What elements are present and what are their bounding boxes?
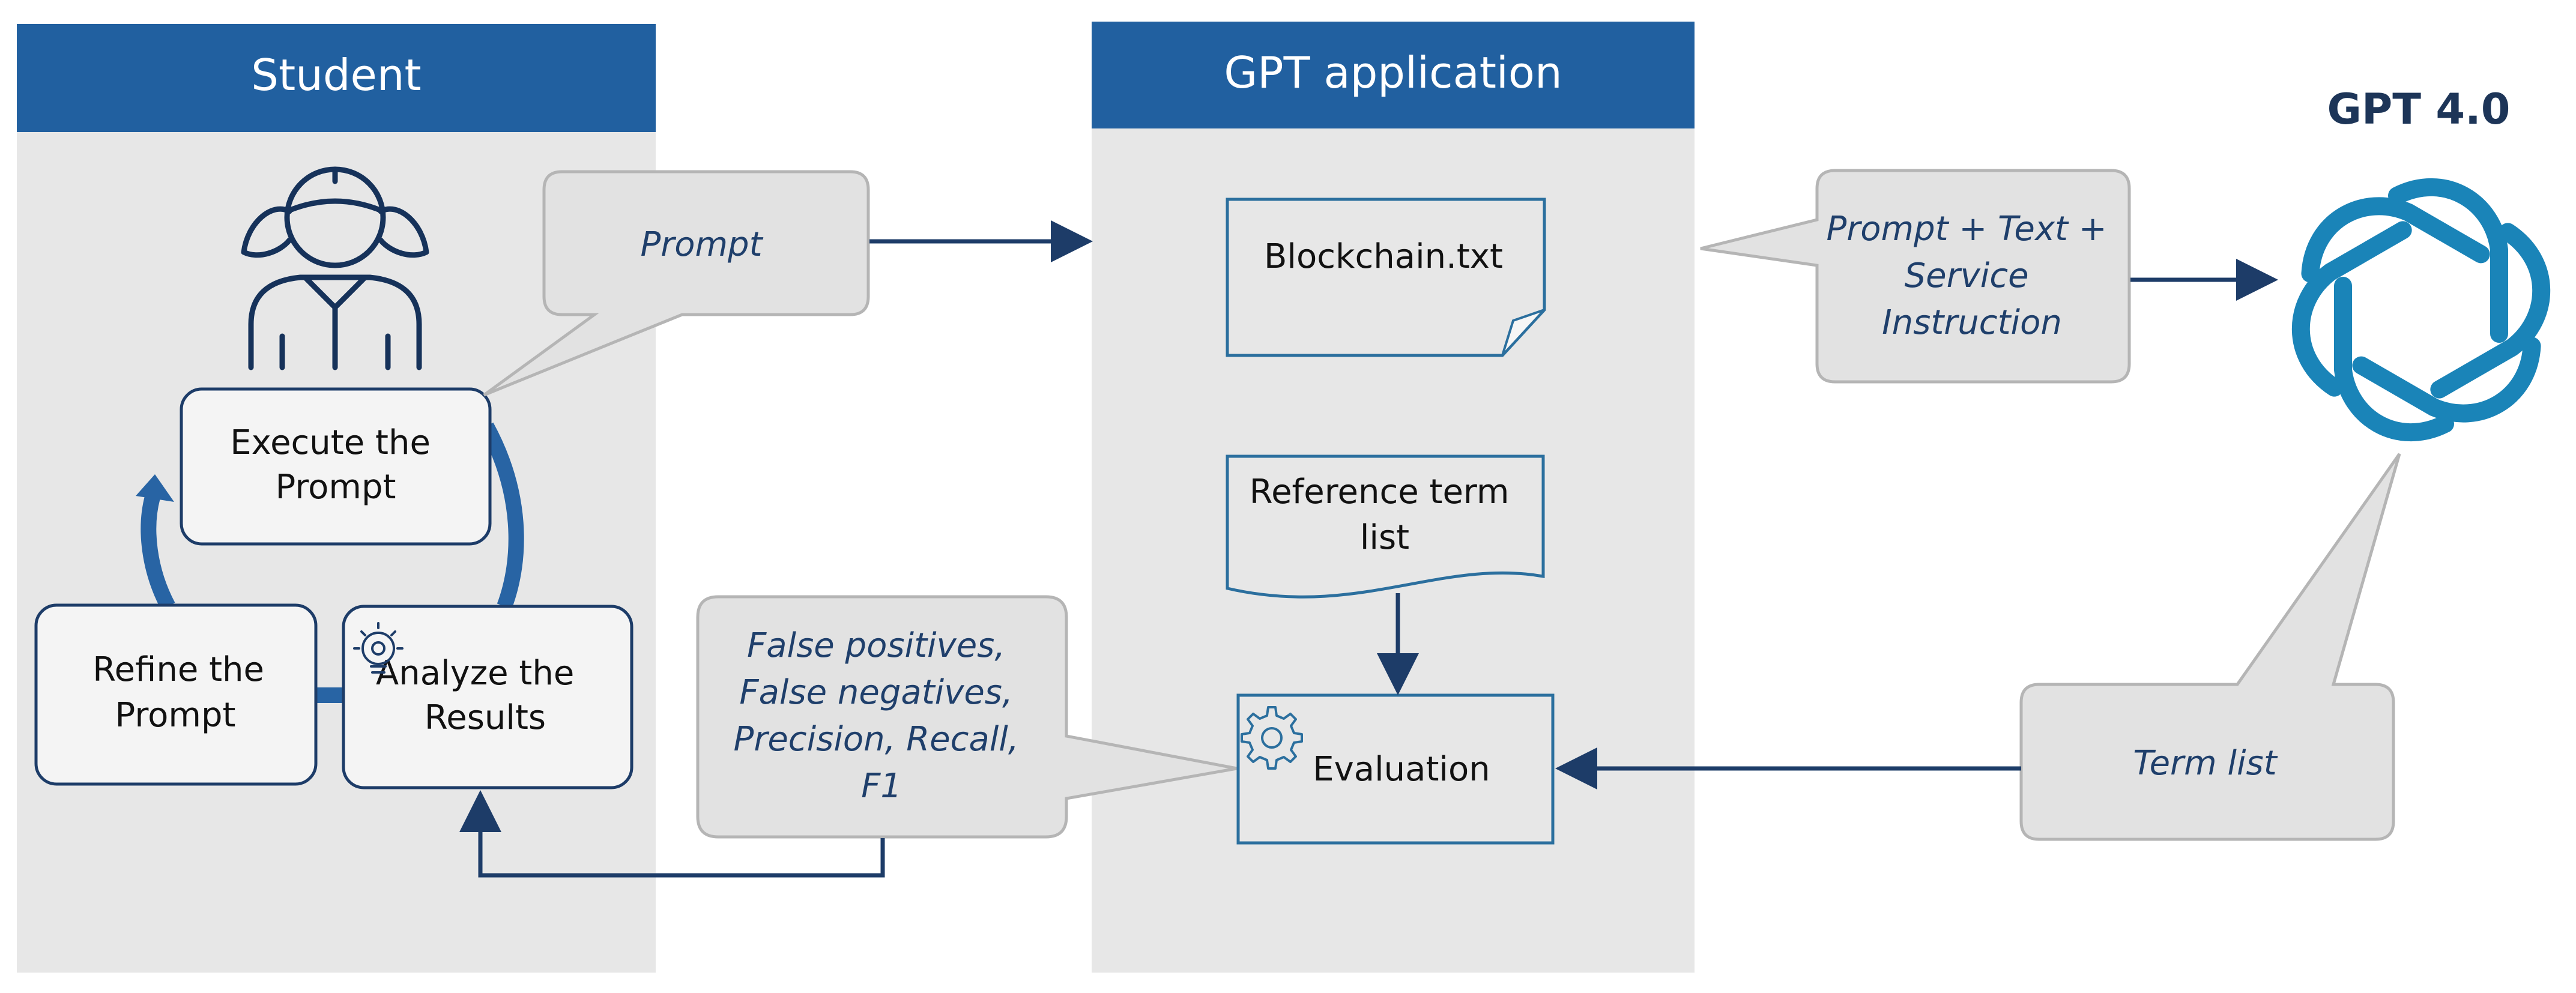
analyze-line-2: Results [425, 698, 546, 737]
svg-text:Reference term list: Reference term list [1250, 472, 1520, 557]
analyze-line-1: Analyze the [376, 654, 574, 693]
svg-text:False positives, False n: False positives, False negatives, Precis… [734, 626, 1030, 806]
blockchain-file: Blockchain.txt [1226, 198, 1546, 357]
student-lane-title: Student [251, 50, 421, 100]
service-line-3: Instruction [1882, 303, 2062, 342]
student-icon [241, 166, 429, 370]
metrics-line-3: Precision, Recall, [734, 720, 1019, 759]
term-list-bubble: Term list [2019, 453, 2401, 841]
reference-line-2: list [1360, 518, 1409, 557]
metrics-line-1: False positives, [747, 626, 1005, 665]
evaluation-box: Evaluation [1236, 693, 1555, 845]
gpt-app-lane-title: GPT application [1224, 47, 1562, 98]
analyze-results-box: Analyze the Results [342, 605, 633, 789]
cycle-arc-right [479, 422, 524, 609]
refine-prompt-box: Refine the Prompt [34, 603, 318, 786]
execute-prompt-box: Execute the Prompt [180, 387, 492, 546]
gpt-app-lane: GPT application [1092, 22, 1695, 973]
gpt-app-lane-header [1092, 22, 1695, 128]
service-line-2: Service [1905, 256, 2029, 295]
cycle-arrowhead [136, 474, 174, 502]
prompt-bubble: Prompt [483, 170, 870, 397]
arrow-metrics-to-analyze [459, 790, 885, 878]
svg-text:Analyze the Results: Analyze the Results [376, 654, 585, 737]
metrics-line-2: False negatives, [739, 673, 1012, 712]
metrics-bubble: False positives, False negatives, Precis… [696, 595, 1238, 839]
cycle-arc-left [141, 495, 175, 611]
evaluation-label: Evaluation [1313, 750, 1490, 789]
refine-line-2: Prompt [115, 696, 236, 735]
gear-icon [1241, 706, 1303, 770]
reference-line-1: Reference term [1250, 472, 1510, 512]
reference-term-list-doc: Reference term list [1226, 454, 1545, 599]
refine-line-1: Refine the [92, 650, 264, 689]
flow-arrows [459, 220, 2278, 878]
blockchain-file-label: Blockchain.txt [1264, 237, 1503, 276]
service-instruction-bubble: Prompt + Text + Service Instruction [1700, 169, 2131, 384]
term-list-bubble-text: Term list [2133, 744, 2278, 783]
svg-text:Prompt + Text + Service: Prompt + Text + Service Instruction [1826, 210, 2117, 342]
service-line-1: Prompt + Text + [1826, 210, 2106, 249]
execute-line-2: Prompt [276, 468, 396, 507]
openai-logo-icon [2291, 178, 2551, 442]
student-lane-header [17, 24, 656, 132]
svg-text:Execute the Prompt: Execute the Prompt [230, 423, 441, 507]
execute-line-1: Execute the [230, 423, 431, 462]
lightbulb-icon [353, 622, 404, 674]
metrics-line-4: F1 [861, 767, 902, 806]
prompt-bubble-text: Prompt [640, 225, 763, 264]
gpt-model-label: GPT 4.0 [2327, 85, 2511, 134]
svg-text:Refine the Prompt: Refine the Prompt [92, 650, 275, 735]
